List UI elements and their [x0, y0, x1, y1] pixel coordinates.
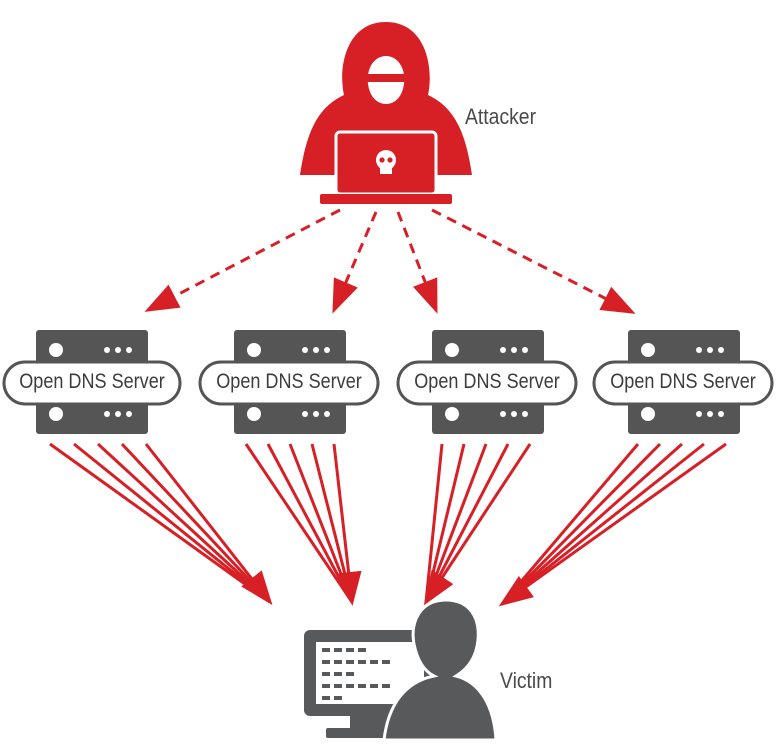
server-icon-4 — [592, 330, 774, 434]
victim-label: Victim — [500, 668, 553, 693]
amplified-responses-2 — [244, 443, 362, 606]
server-label-3: Open DNS Server — [414, 370, 560, 393]
query-arrow-1 — [144, 208, 341, 312]
hooded-hacker-icon — [300, 22, 472, 175]
server-label-2: Open DNS Server — [216, 370, 362, 393]
laptop-skull-icon — [320, 130, 452, 204]
user-monitor-icon — [304, 598, 498, 742]
amplified-responses-4 — [498, 442, 727, 607]
server-label-1: Open DNS Server — [19, 370, 165, 393]
server-label-4: Open DNS Server — [610, 370, 756, 393]
server-icon-2 — [198, 330, 380, 434]
server-icon-1 — [2, 330, 182, 434]
query-arrow-2 — [332, 211, 378, 314]
amplified-responses-1 — [49, 442, 273, 606]
server-icon-3 — [396, 330, 578, 434]
attacker-query-arrows — [144, 208, 636, 314]
attacker-label: Attacker — [465, 104, 537, 129]
query-arrow-4 — [431, 208, 636, 314]
query-arrow-3 — [396, 211, 438, 314]
amplified-responses-3 — [423, 443, 532, 606]
